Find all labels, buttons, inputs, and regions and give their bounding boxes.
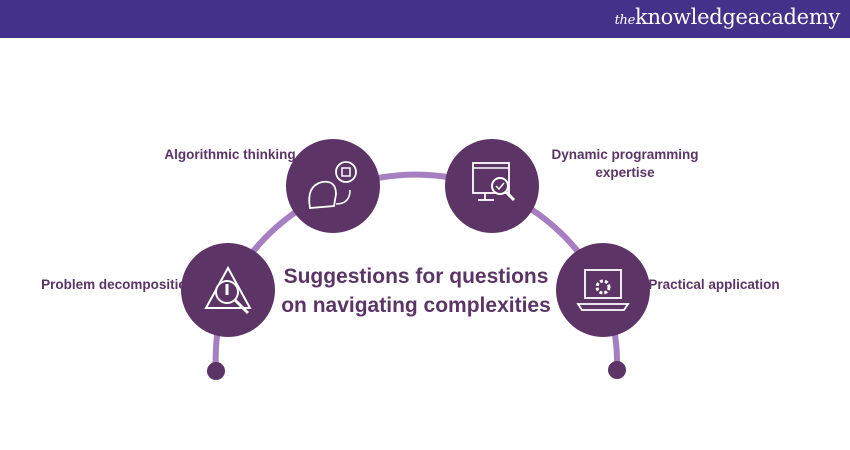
step-label-problem-decomposition: Problem decomposition xyxy=(41,277,195,292)
logo: theknowledgeacademy xyxy=(614,5,841,29)
logo-main: knowledgeacademy xyxy=(635,5,840,29)
step-label-practical-application: Practical application xyxy=(648,277,780,292)
end-dot-left xyxy=(207,362,225,380)
end-dot-right xyxy=(608,361,626,379)
logo-prefix: the xyxy=(614,13,636,28)
step-label-dynamic-programming: Dynamic programming expertise xyxy=(551,147,699,180)
brain-chip-icon xyxy=(286,139,380,233)
step-label-algorithmic-thinking: Algorithmic thinking xyxy=(164,147,296,162)
monitor-check-magnifier-icon xyxy=(445,139,539,233)
warning-magnifier-icon xyxy=(181,243,275,337)
center-title: Suggestions for questions on navigating … xyxy=(281,265,551,317)
laptop-gear-icon xyxy=(556,243,650,337)
header-bar: theknowledgeacademy xyxy=(0,0,850,38)
